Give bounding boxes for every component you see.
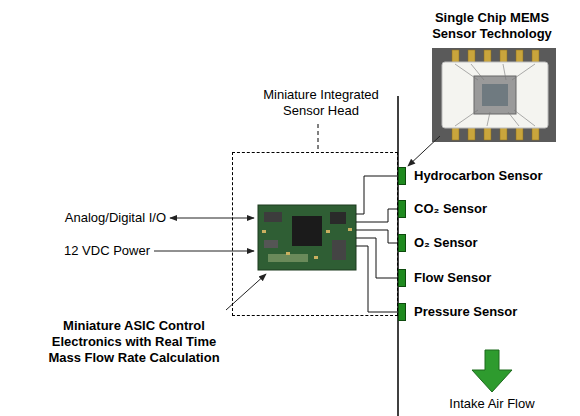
sensor-wire [356, 230, 398, 243]
flow-label: Intake Air Flow [432, 396, 552, 412]
wire-group [356, 176, 398, 312]
sensor-wire [356, 246, 398, 312]
sensor-wire [356, 238, 398, 278]
sensor-wire [356, 176, 398, 214]
io-arrow [170, 218, 254, 219]
chip-caption: Single Chip MEMS Sensor Technology [412, 10, 572, 42]
box-heading: Miniature Integrated Sensor Head [251, 87, 391, 119]
leader-line [318, 124, 319, 151]
sensor-pad: O₂ Sensor [398, 234, 406, 252]
power-label: 12 VDC Power [20, 243, 150, 259]
asic-caption: Miniature ASIC Control Electronics with … [36, 318, 232, 366]
mems-chip [432, 48, 556, 142]
sensor-label: O₂ Sensor [414, 235, 478, 251]
sensor-pad: Pressure Sensor [398, 303, 406, 321]
airflow-arrow [472, 350, 512, 392]
sensor-pad: CO₂ Sensor [398, 200, 406, 218]
sensor-pad: Hydrocarbon Sensor [398, 167, 406, 185]
circuit-board [258, 205, 356, 270]
sensor-label: Pressure Sensor [414, 304, 517, 320]
sensor-head-box: Miniature Integrated Sensor Head [232, 152, 398, 316]
power-arrow [154, 251, 254, 252]
leader-line [408, 136, 440, 166]
sensor-label: Hydrocarbon Sensor [414, 168, 543, 184]
sensor-pad: Flow Sensor [398, 269, 406, 287]
sensor-label: CO₂ Sensor [414, 201, 487, 217]
sensor-label: Flow Sensor [414, 270, 491, 286]
sensor-wire [356, 209, 398, 222]
signal-label: Analog/Digital I/O [20, 210, 166, 226]
